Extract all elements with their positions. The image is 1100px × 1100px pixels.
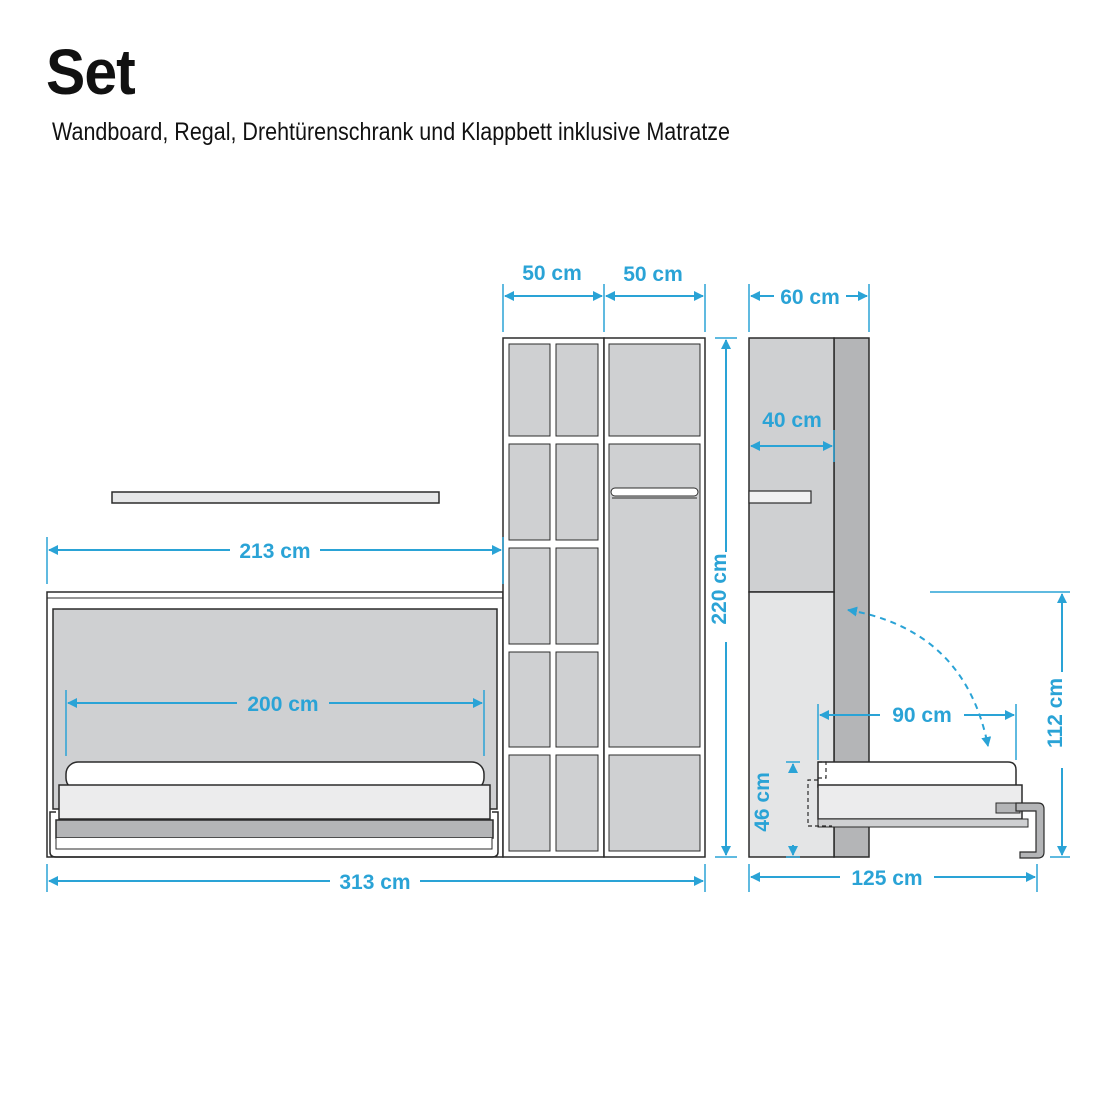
- wardrobe-unit: [603, 337, 706, 858]
- dim-label-side-depth: 60 cm: [780, 286, 840, 309]
- open-shelf-unit: [502, 337, 605, 858]
- side-view-bed: [807, 761, 1045, 859]
- dim-label-side-total: 125 cm: [851, 867, 922, 890]
- dim-label-cabinet-left: 50 cm: [522, 262, 582, 285]
- page-title: Set: [46, 36, 136, 108]
- dim-label-cabinet-height: 220 cm: [708, 553, 731, 624]
- dim-label-total-width: 313 cm: [339, 871, 410, 894]
- folding-bed-front: [46, 591, 504, 858]
- dim-label-bed-height: 112 cm: [1044, 678, 1067, 748]
- page-subtitle: Wandboard, Regal, Drehtürenschrank und K…: [52, 118, 731, 146]
- dim-label-frame-height: 46 cm: [751, 772, 774, 832]
- dim-label-mattress-width: 200 cm: [247, 693, 318, 716]
- dim-label-bed-depth: 90 cm: [892, 704, 952, 727]
- dim-label-shelf-width: 213 cm: [239, 540, 310, 563]
- dim-label-cabinet-right: 50 cm: [623, 263, 683, 286]
- wall-shelf: [111, 491, 440, 504]
- dim-label-upper-depth: 40 cm: [762, 409, 822, 432]
